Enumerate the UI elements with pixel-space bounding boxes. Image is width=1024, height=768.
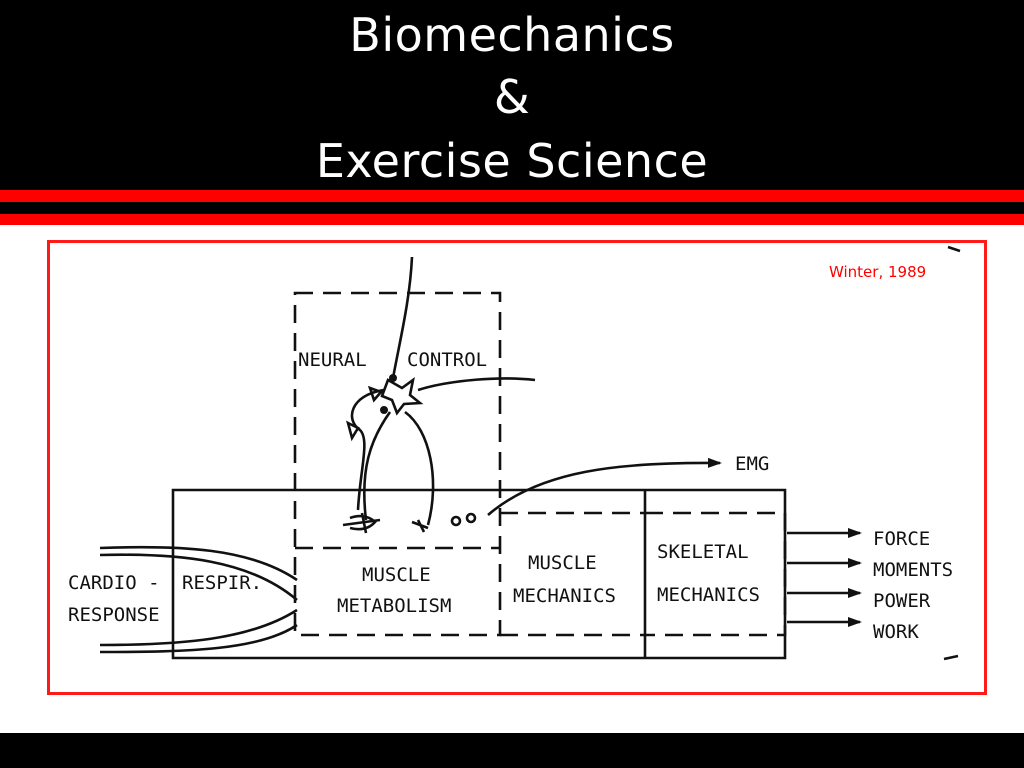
main-system-block [171,488,787,660]
output-force: FORCE [873,528,930,550]
muscle-spindle-glyph [342,512,381,534]
neural-label: NEURAL [298,349,367,371]
sensory-triangle [367,385,384,403]
citation: Winter, 1989 [829,263,927,281]
receptor-circle-2 [465,512,477,524]
motor-neuron-left [362,411,392,521]
neuron-body-star [380,376,424,416]
title-line-2: & [493,70,531,124]
stripe-black-middle [0,202,1024,214]
response-label: RESPONSE [68,604,160,626]
scan-mark-bottom [943,654,959,661]
cardio-flow-upper [99,545,298,582]
output-work: WORK [873,621,919,643]
emg-signal-line [487,457,722,516]
synapse-dot-top [389,374,397,382]
cardio-label: CARDIO - [68,572,160,594]
cardio-flow-lower [99,608,298,647]
scan-mark-top [947,245,961,253]
output-moments: MOMENTS [873,559,953,581]
muscle-mechanics-line-2: MECHANICS [513,585,616,607]
muscle-mechanics-line-1: MUSCLE [528,552,597,574]
stripe-red-top [0,190,1024,202]
output-power: POWER [873,590,931,612]
control-label: CONTROL [407,349,487,371]
muscle-mechanics-box [500,511,645,637]
title-line-1: Biomechanics [349,8,675,62]
motor-neuron-right [404,410,435,526]
motor-endplate-glyph [411,519,429,533]
receptor-circle-1 [450,515,462,527]
synapse-dot-left [380,406,388,414]
skeletal-mechanics-box [645,511,787,637]
muscle-metabolism-line-1: MUSCLE [362,564,431,586]
diagram-frame [47,240,987,695]
respir-label: RESPIR. [182,572,262,594]
stripe-black-top [0,180,1024,190]
title-line-3: Exercise Science [315,134,709,188]
afferent-loop [350,388,385,511]
slide-header: Biomechanics & Exercise Science [0,0,1024,188]
control-to-right-nerve [417,377,536,392]
cardio-flow-upper-2 [99,553,298,601]
muscle-metabolism-line-2: METABOLISM [337,595,451,617]
cardio-flow-lower-2 [99,623,298,654]
interneuron-triangle [346,420,360,442]
skeletal-mechanics-line-1: SKELETAL [657,541,749,563]
descending-nerve [391,256,414,379]
emg-label: EMG [735,453,769,475]
skeletal-mechanics-line-2: MECHANICS [657,584,760,606]
slide-footer [0,733,1024,768]
stripe-red-bottom [0,214,1024,225]
